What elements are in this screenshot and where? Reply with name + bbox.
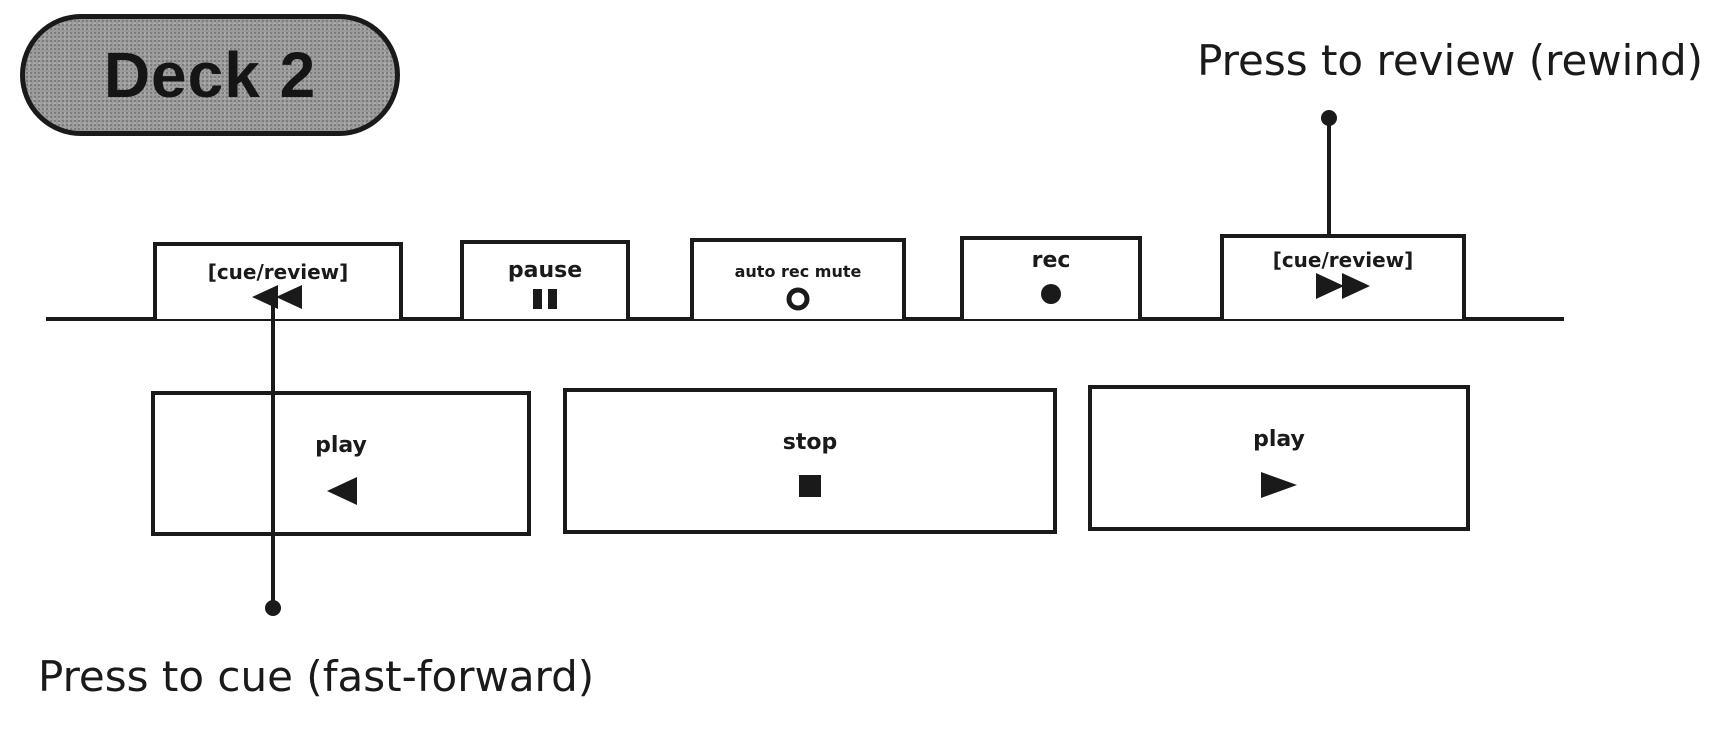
pause-label: pause bbox=[507, 258, 583, 283]
play-left-icon bbox=[327, 477, 357, 505]
play-right-icon bbox=[1261, 472, 1297, 498]
play-forward-label: play bbox=[1253, 427, 1305, 452]
cue-review-rewind-label: [cue/review] bbox=[207, 260, 349, 284]
review-callout-text: Press to review (rewind) bbox=[1197, 36, 1703, 85]
rec-label: rec bbox=[1031, 248, 1071, 273]
fast-forward-icon bbox=[1316, 273, 1370, 299]
cue-callout-dot bbox=[265, 600, 281, 616]
cue-callout-text: Press to cue (fast-forward) bbox=[38, 652, 595, 701]
auto-rec-mute-button[interactable]: auto rec mute bbox=[690, 238, 906, 319]
panel-baseline bbox=[46, 317, 1564, 321]
pause-button[interactable]: pause bbox=[460, 240, 630, 319]
stop-icon bbox=[799, 475, 821, 497]
cue-review-fast-forward-label: [cue/review] bbox=[1272, 248, 1414, 272]
cue-review-rewind-button[interactable]: [cue/review] bbox=[153, 242, 403, 319]
play-forward-button[interactable]: play bbox=[1088, 385, 1470, 531]
review-callout-line bbox=[1327, 116, 1331, 236]
play-reverse-button[interactable]: play bbox=[151, 391, 531, 536]
pause-icon bbox=[533, 289, 557, 309]
deck-title: Deck 2 bbox=[103, 39, 317, 111]
stop-button[interactable]: stop bbox=[563, 388, 1057, 534]
play-reverse-label: play bbox=[315, 433, 367, 458]
auto-rec-mute-label: auto rec mute bbox=[734, 262, 862, 281]
ring-icon bbox=[786, 287, 810, 311]
deck-badge: Deck 2 bbox=[20, 14, 400, 136]
rewind-icon bbox=[252, 285, 302, 309]
rec-button[interactable]: rec bbox=[960, 236, 1142, 319]
record-dot-icon bbox=[1041, 284, 1061, 304]
stop-label: stop bbox=[782, 430, 838, 455]
cue-callout-line bbox=[271, 296, 275, 608]
cue-review-fast-forward-button[interactable]: [cue/review] bbox=[1220, 234, 1466, 319]
